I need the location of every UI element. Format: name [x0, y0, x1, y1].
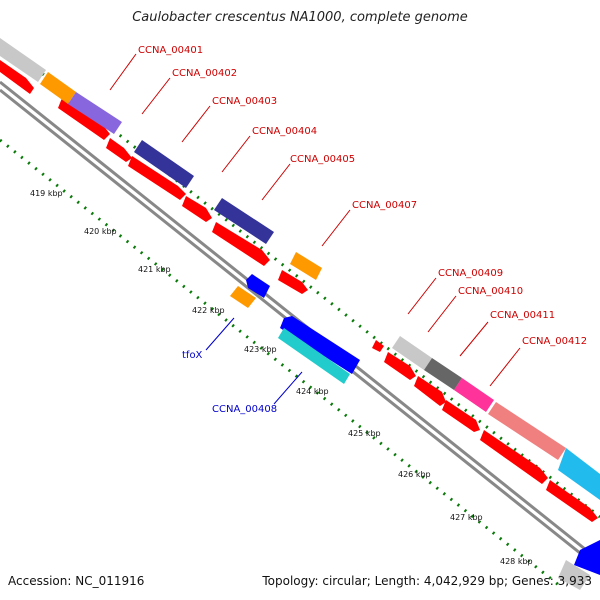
- cds-arrow[interactable]: [212, 222, 270, 266]
- tick-label: 425 kbp: [348, 429, 381, 438]
- tick-label: 422 kbp: [192, 306, 225, 315]
- cds-arrow[interactable]: [278, 270, 308, 294]
- cds-arrow[interactable]: [182, 196, 212, 222]
- reverse-cds-track: [230, 274, 600, 590]
- cog-block: [558, 448, 600, 500]
- gene-label-reverse[interactable]: CCNA_00408: [212, 404, 277, 415]
- cog-block: [574, 540, 600, 575]
- cog-block: [278, 328, 350, 384]
- cds-arrow-reverse[interactable]: [280, 316, 360, 374]
- cds-arrow[interactable]: [384, 352, 416, 380]
- tick-label: 424 kbp: [296, 387, 329, 396]
- cog-block: [230, 286, 256, 308]
- tick-label: 423 kbp: [244, 345, 277, 354]
- cog-block: [290, 252, 322, 280]
- gene-label[interactable]: CCNA_00409: [438, 268, 503, 279]
- forward-cds-track: [0, 60, 598, 522]
- gene-label[interactable]: CCNA_00404: [252, 126, 317, 137]
- gene-label-reverse[interactable]: tfoX: [182, 350, 203, 361]
- accession-text: Accession: NC_011916: [8, 574, 145, 588]
- tick-label: 426 kbp: [398, 470, 431, 479]
- cog-block: [40, 72, 76, 104]
- cds-arrow-reverse[interactable]: [246, 274, 270, 298]
- gene-label[interactable]: CCNA_00407: [352, 200, 417, 211]
- cog-block: [392, 336, 432, 370]
- cog-block: [214, 198, 274, 244]
- cds-arrow[interactable]: [414, 376, 446, 406]
- cds-arrow[interactable]: [0, 60, 34, 94]
- gene-label[interactable]: CCNA_00412: [522, 336, 587, 347]
- reverse-leader-lines: [205, 317, 303, 405]
- gene-label[interactable]: CCNA_00405: [290, 154, 355, 165]
- cds-arrow[interactable]: [442, 400, 480, 432]
- cog-block: [0, 38, 46, 82]
- cds-arrow[interactable]: [546, 480, 598, 522]
- map-title: Caulobacter crescentus NA1000, complete …: [132, 10, 468, 25]
- tick-label: 419 kbp: [30, 189, 63, 198]
- gene-label[interactable]: CCNA_00402: [172, 68, 237, 79]
- cog-block: [134, 140, 194, 188]
- cds-arrow[interactable]: [128, 156, 186, 200]
- gene-label[interactable]: CCNA_00403: [212, 96, 277, 107]
- cds-arrow[interactable]: [58, 98, 110, 140]
- gene-label[interactable]: CCNA_00410: [458, 286, 523, 297]
- cds-arrow[interactable]: [480, 430, 548, 484]
- genome-stats-text: Topology: circular; Length: 4,042,929 bp…: [262, 574, 592, 588]
- gene-label[interactable]: CCNA_00411: [490, 310, 555, 321]
- cog-block: [488, 402, 566, 460]
- cog-block: [424, 358, 462, 390]
- tick-label: 427 kbp: [450, 513, 483, 522]
- gene-label[interactable]: CCNA_00401: [138, 45, 203, 56]
- cog-block: [558, 560, 590, 590]
- forward-cog-track: [0, 38, 600, 500]
- cds-arrow[interactable]: [106, 138, 132, 162]
- tick-label: 421 kbp: [138, 265, 171, 274]
- forward-leader-lines: [109, 53, 521, 387]
- tick-label: 420 kbp: [84, 227, 117, 236]
- tick-label: 428 kbp: [500, 557, 533, 566]
- cds-arrow[interactable]: [372, 340, 384, 352]
- cog-block: [454, 378, 494, 412]
- cog-block: [68, 92, 122, 134]
